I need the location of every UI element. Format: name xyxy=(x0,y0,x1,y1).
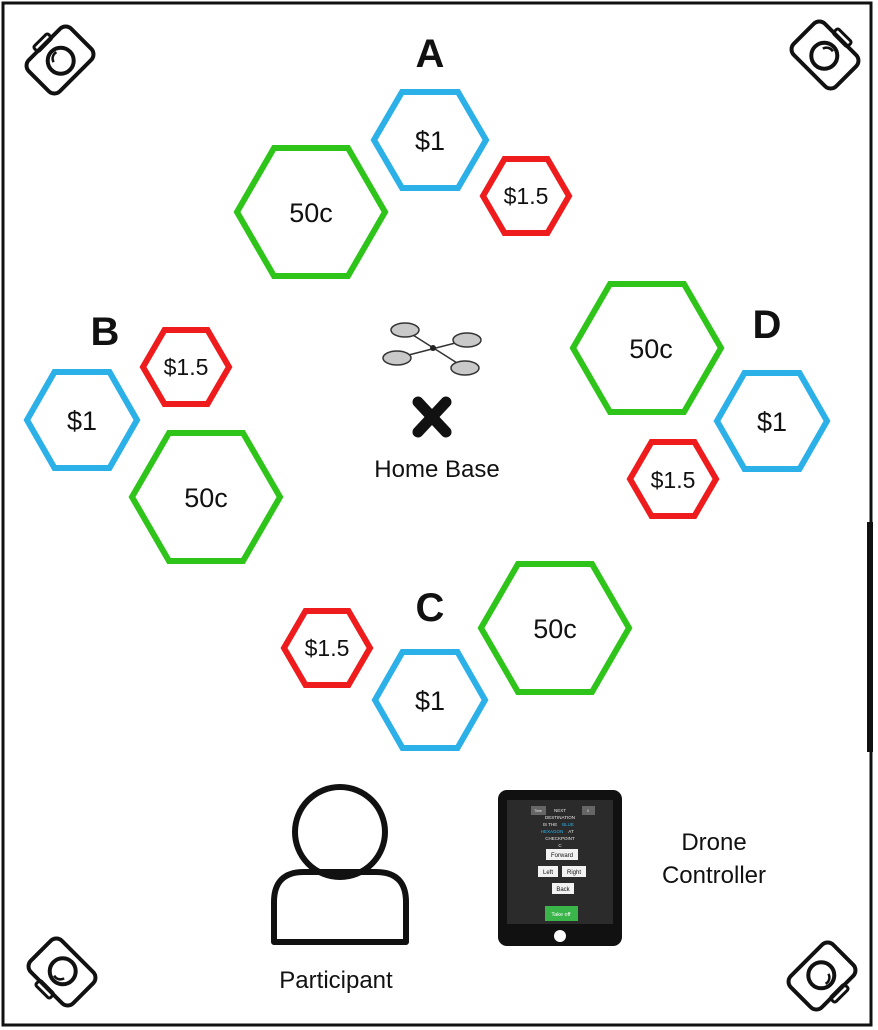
hexagon-d-blue-label: $1 xyxy=(757,407,787,437)
hexagon-c-blue: $1 xyxy=(371,649,489,751)
hexagon-a-red: $1.5 xyxy=(479,156,573,236)
screen-score-box xyxy=(582,806,595,815)
forward-button[interactable] xyxy=(546,849,578,860)
back-button[interactable] xyxy=(552,883,574,894)
screen-time-box xyxy=(531,806,546,815)
home-base: Home Base xyxy=(374,322,500,483)
hexagon-c-red: $1.5 xyxy=(280,608,374,688)
hexagon-c-blue-label: $1 xyxy=(415,686,445,716)
hexagon-b-red: $1.5 xyxy=(139,327,233,407)
checkpoint-a-letter: A xyxy=(416,32,445,76)
hexagon-a-blue-label: $1 xyxy=(415,126,445,156)
takeoff-button-label: Take off xyxy=(551,912,571,918)
hexagon-d-green: 50c xyxy=(569,281,725,415)
checkpoint-d: 50c $1 $1.5 xyxy=(569,281,831,519)
hexagon-a-green-label: 50c xyxy=(289,198,333,228)
hexagon-c-green: 50c xyxy=(477,561,633,695)
person-icon xyxy=(271,784,409,945)
hexagon-b-green-label: 50c xyxy=(184,483,228,513)
forward-button-label: Forward xyxy=(551,853,573,859)
checkpoint-d-letter: D xyxy=(753,303,782,347)
tablet-screen: Time 0 NEXT DESTINATION IS THE BLUE HEXA… xyxy=(531,806,595,921)
participant-label: Participant xyxy=(279,967,393,994)
right-button[interactable] xyxy=(562,866,586,877)
camera-icon xyxy=(786,940,858,1012)
x-mark-icon xyxy=(412,396,452,438)
camera-icon xyxy=(789,19,861,91)
hexagon-b-blue-label: $1 xyxy=(67,406,97,436)
hexagon-c-red-label: $1.5 xyxy=(305,635,350,661)
hexagon-d-red: $1.5 xyxy=(626,439,720,519)
checkpoint-c-letter: C xyxy=(416,586,445,630)
takeoff-button[interactable] xyxy=(545,906,578,921)
hexagon-c-green-label: 50c xyxy=(533,614,577,644)
camera-top-left xyxy=(24,24,96,96)
screen-msg-3b: BLUE xyxy=(562,822,574,827)
hexagon-b-red-label: $1.5 xyxy=(164,354,209,380)
hexagon-b-blue: $1 xyxy=(23,369,141,471)
screen-msg-5: CHECKPOINT xyxy=(545,836,575,841)
controller-label-line2: Controller xyxy=(662,862,766,889)
hexagon-a-red-label: $1.5 xyxy=(504,183,549,209)
left-button-label: Left xyxy=(543,870,553,876)
controller-label-line1: Drone xyxy=(681,829,746,856)
hexagon-d-blue: $1 xyxy=(713,370,831,472)
screen-msg-4b: AT xyxy=(568,829,574,834)
hexagon-d-red-label: $1.5 xyxy=(651,467,696,493)
left-button[interactable] xyxy=(538,866,558,877)
home-base-label: Home Base xyxy=(374,456,499,483)
checkpoint-b-letter: B xyxy=(91,310,120,354)
camera-bottom-left xyxy=(26,936,98,1008)
camera-bottom-right xyxy=(786,940,858,1012)
hexagon-d-green-label: 50c xyxy=(629,334,673,364)
camera-icon xyxy=(24,24,96,96)
participant: Participant xyxy=(271,784,409,994)
camera-top-right xyxy=(789,19,861,91)
screen-msg-2: DESTINATION xyxy=(545,815,575,820)
checkpoint-a: $1 50c $1.5 xyxy=(233,89,573,279)
screen-msg-6: C xyxy=(558,843,562,848)
checkpoint-b: $1.5 $1 50c xyxy=(23,327,284,564)
hexagon-a-blue: $1 xyxy=(370,89,490,191)
camera-icon xyxy=(26,936,98,1008)
screen-msg-3a: IS THE xyxy=(543,822,557,827)
hexagon-b-green: 50c xyxy=(128,430,284,564)
screen-msg-1: NEXT xyxy=(554,808,566,813)
drone-controller: Time 0 NEXT DESTINATION IS THE BLUE HEXA… xyxy=(498,790,766,946)
hexagon-a-green: 50c xyxy=(233,145,389,279)
screen-msg-4a: HEXAGON xyxy=(541,829,564,834)
screen-time-label: Time xyxy=(534,809,542,813)
checkpoint-c: $1.5 $1 50c xyxy=(280,561,633,751)
screen-score-label: 0 xyxy=(587,809,589,813)
back-button-label: Back xyxy=(556,887,570,893)
right-button-label: Right xyxy=(567,870,581,876)
drone-icon xyxy=(382,322,482,376)
tablet-icon xyxy=(498,790,622,946)
